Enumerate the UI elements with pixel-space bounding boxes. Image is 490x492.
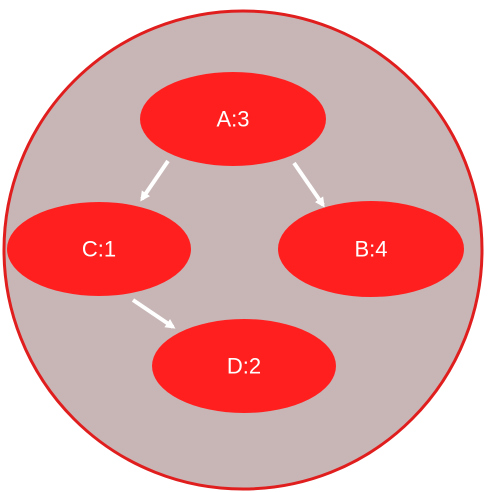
- node-d-shape: [152, 319, 336, 413]
- node-b-shape: [278, 201, 464, 297]
- node-c: C:1: [7, 202, 191, 296]
- node-c-shape: [7, 202, 191, 296]
- node-d: D:2: [152, 319, 336, 413]
- edge-c-to-d: [131, 298, 176, 329]
- node-a-label: A:3: [216, 107, 249, 132]
- node-b: B:4: [278, 201, 464, 297]
- node-d-label: D:2: [227, 354, 261, 379]
- node-a-shape: [140, 72, 326, 166]
- background-circle: [2, 9, 484, 491]
- edge-a-to-c: [140, 159, 170, 202]
- edge-a-to-b: [292, 161, 325, 208]
- node-b-label: B:4: [354, 237, 387, 262]
- node-c-label: C:1: [82, 237, 116, 262]
- node-a: A:3: [140, 72, 326, 166]
